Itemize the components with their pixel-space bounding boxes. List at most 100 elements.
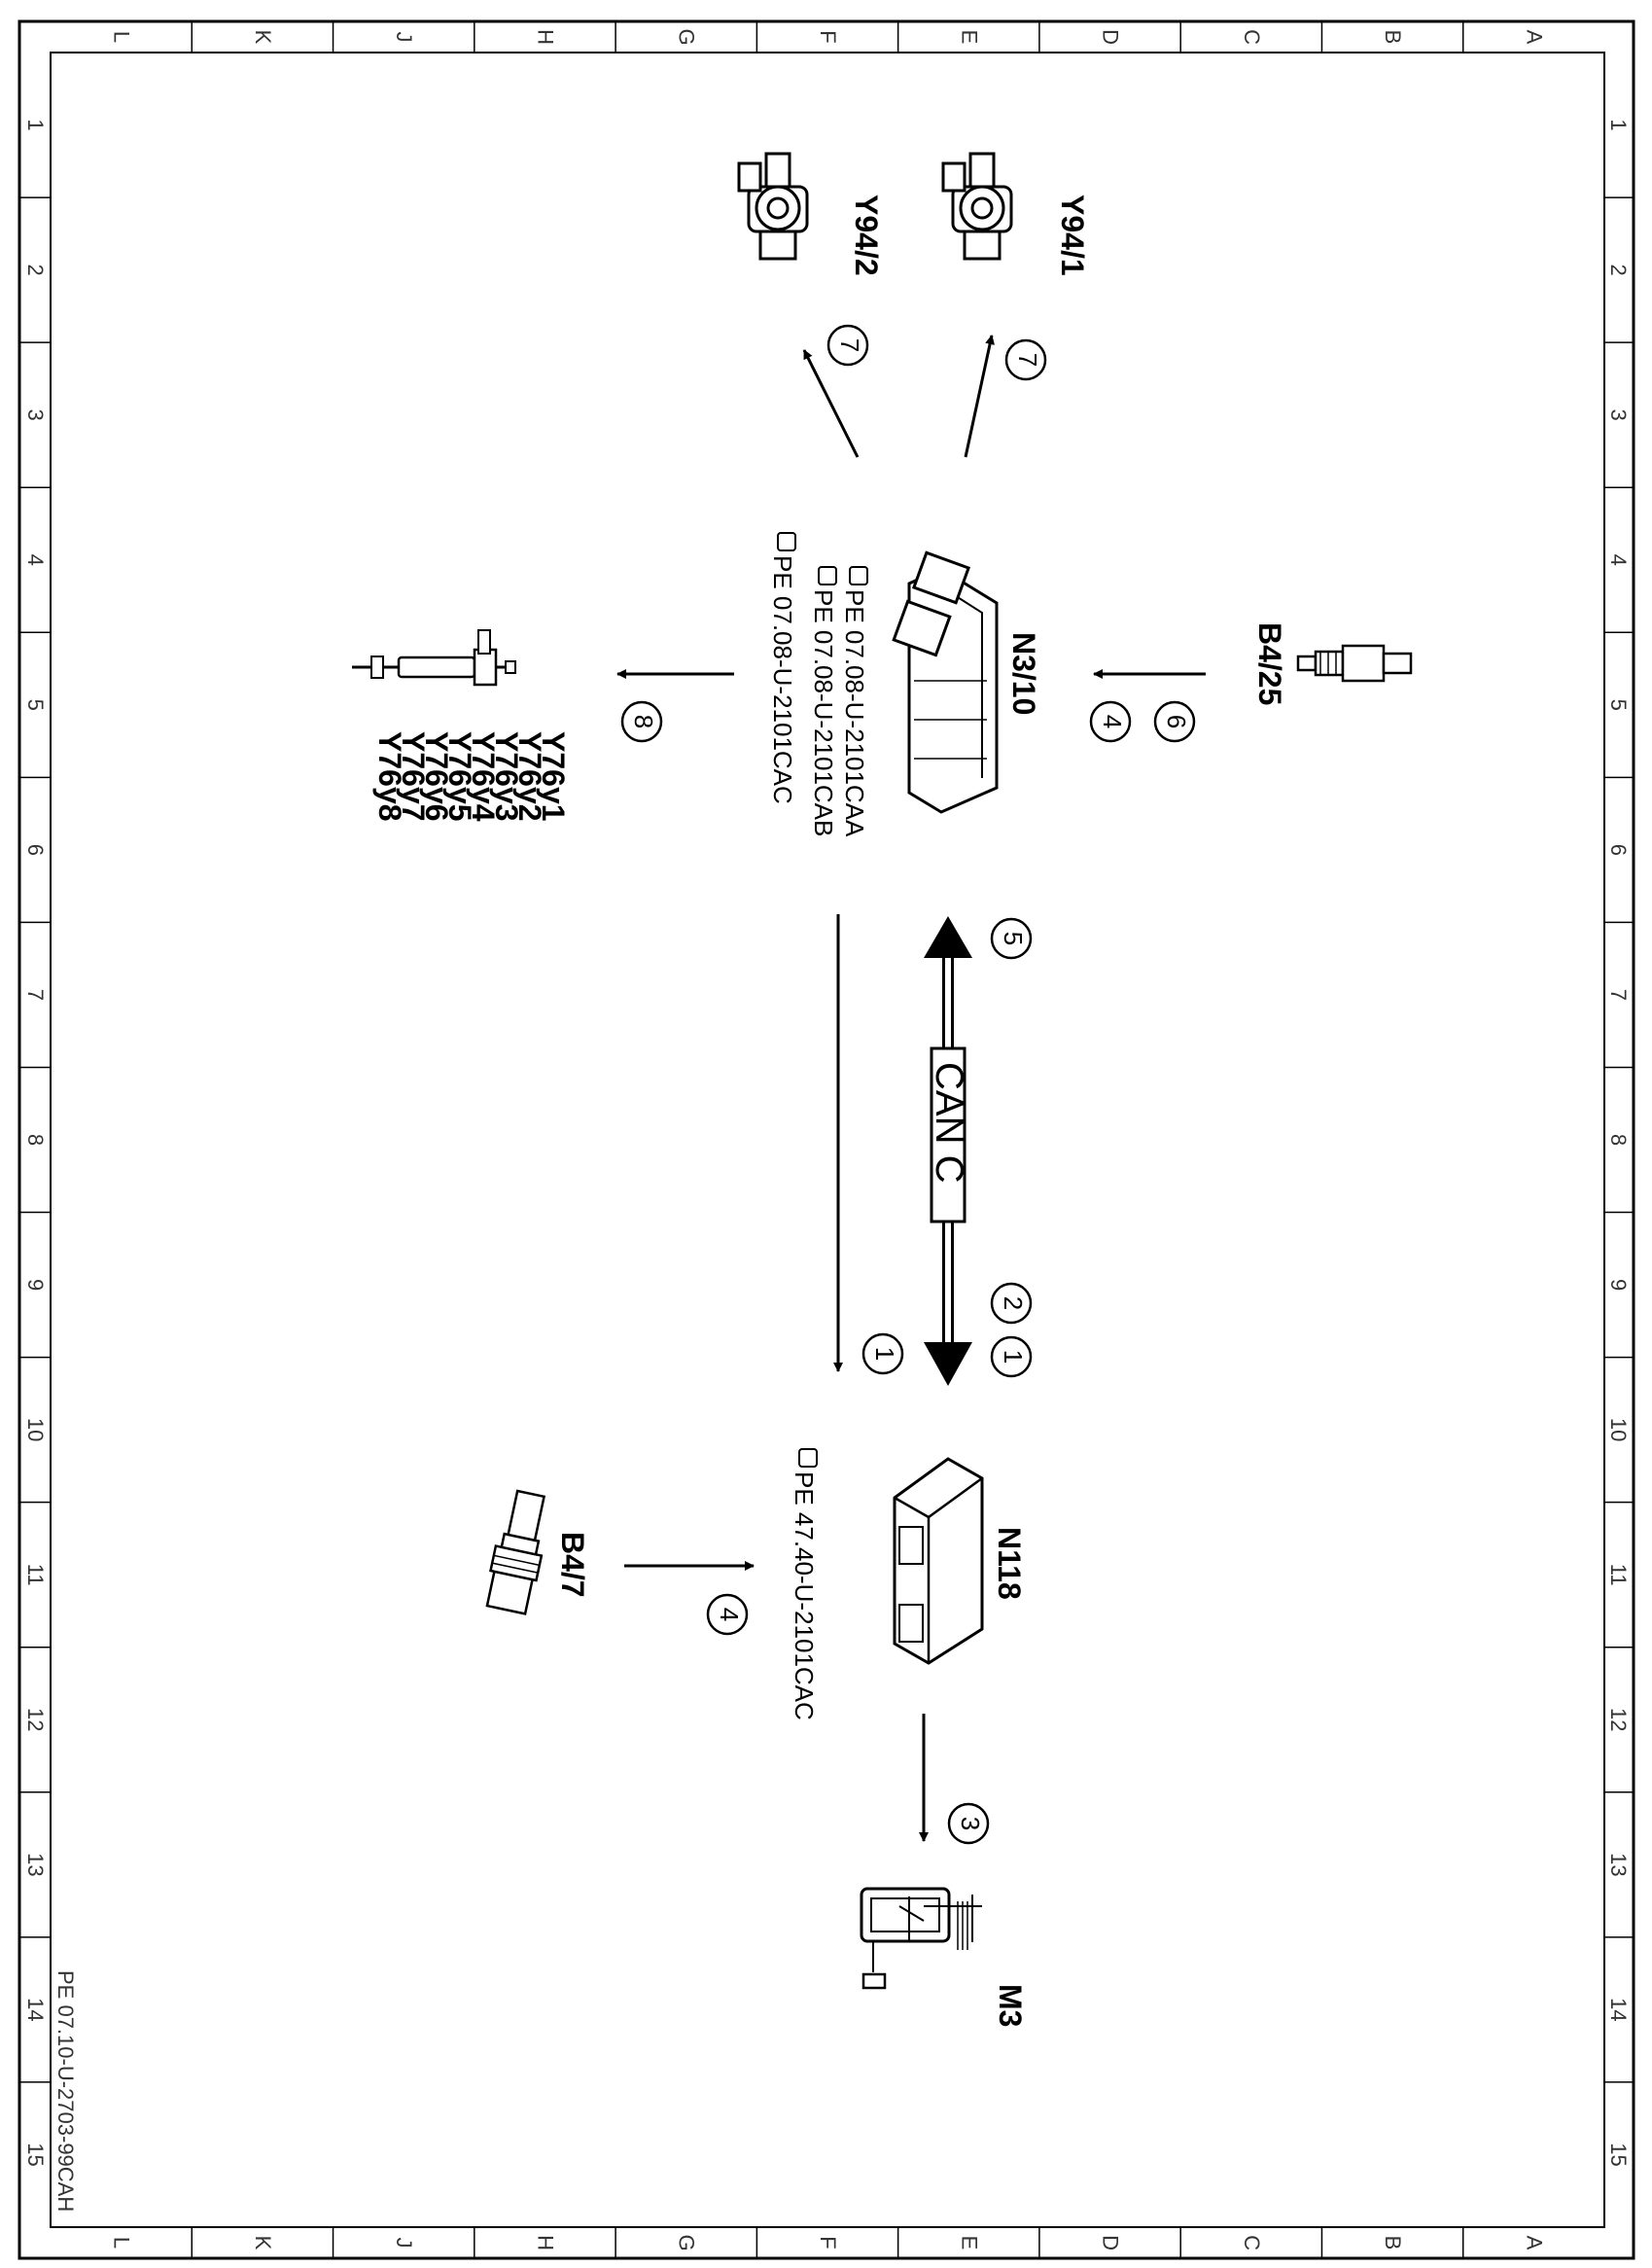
arrow-number: 1 — [870, 1347, 899, 1361]
grid-column-label: B — [1381, 2236, 1405, 2250]
grid-row-label: 1 — [23, 119, 48, 130]
control-unit-icon — [892, 550, 999, 814]
arrow-b4-7-to-n118: 4 — [624, 1561, 755, 1636]
n118-reference: PE 47.40-U-2101CAC — [790, 1448, 819, 1720]
arrow-number: 4 — [715, 1608, 744, 1621]
grid-column-label: D — [1099, 2235, 1123, 2250]
grid-column-label: H — [533, 2235, 557, 2250]
grid-column-label: G — [675, 2234, 699, 2250]
grid-column-label: E — [957, 2236, 981, 2250]
component-m3: M3 — [860, 1887, 1028, 2027]
arrow-number: 7 — [835, 338, 864, 352]
grid-column-label: J — [392, 32, 416, 43]
reference-line: PE 07.08-U-2101CAA — [840, 566, 869, 837]
grid-row-label: 12 — [1606, 1708, 1631, 1731]
grid-row-label: 13 — [23, 1853, 48, 1876]
pressure-sensor-icon — [1296, 644, 1413, 683]
grid-column-label: J — [392, 2238, 416, 2249]
grid-row-label: 12 — [23, 1708, 48, 1731]
grid-row-label: 3 — [23, 409, 48, 421]
metering-valve-icon — [941, 152, 1013, 261]
arrow-number: 7 — [1013, 353, 1042, 367]
grid-column-label: A — [1522, 30, 1546, 45]
can-bus-label: CAN C — [928, 1062, 970, 1183]
grid-row-label: 7 — [23, 989, 48, 1001]
grid-row-label: 5 — [1606, 699, 1631, 711]
grid-column-label: B — [1381, 30, 1405, 45]
grid-column-label: C — [1240, 2235, 1264, 2250]
grid-row-label: 14 — [1606, 1998, 1631, 2021]
arrow-number: 2 — [999, 1296, 1028, 1310]
control-unit-icon — [893, 1457, 984, 1665]
injector-label: Y76y1 — [536, 731, 571, 822]
fuel-pump-icon — [860, 1887, 982, 1990]
component-b4-7: B4/7 — [485, 1489, 590, 1615]
can-bus: CAN C 5 2 1 — [924, 916, 1033, 1386]
grid-row-label: 4 — [1606, 554, 1631, 566]
reference-line: PE 07.08-U-2101CAC — [768, 532, 797, 804]
arrow-to-injectors: 8 — [616, 669, 734, 743]
reference-text: PE 07.08-U-2101CAC — [768, 555, 797, 804]
component-y94-1: Y94/1 — [941, 152, 1090, 276]
grid-row-label: 10 — [1606, 1418, 1631, 1441]
grid-column-label: A — [1522, 2236, 1546, 2250]
grid-column-label: H — [533, 29, 557, 45]
injector-label: Y76y8 — [372, 731, 407, 822]
grid-column-label: E — [957, 30, 981, 45]
injector-label: Y76y5 — [442, 731, 477, 822]
arrow-number: 6 — [1162, 715, 1191, 728]
grid-row-label: 2 — [23, 264, 48, 275]
n3-10-label: N3/10 — [1006, 632, 1041, 715]
reference-text: PE 07.08-U-2101CAB — [809, 589, 838, 836]
arrow-b4-25-to-n3-10: 6 4 — [1089, 669, 1206, 743]
grid-row-label: 11 — [1606, 1564, 1631, 1586]
reference-text: PE 07.08-U-2101CAA — [840, 589, 869, 837]
grid-row-label: 15 — [23, 2143, 48, 2166]
b4-25-label: B4/25 — [1252, 622, 1287, 705]
grid-row-label: 6 — [1606, 844, 1631, 856]
arrow-number: 4 — [1098, 715, 1127, 728]
grid-row-label: 11 — [23, 1564, 48, 1586]
b4-7-label: B4/7 — [555, 1532, 590, 1598]
grid-column-label: K — [251, 2236, 275, 2250]
grid-row-label: 14 — [23, 1998, 48, 2021]
component-n3-10: N3/10 PE 07.08-U-2101CAA PE 07.08-U-2101… — [768, 532, 1041, 837]
injector-label: Y76y4 — [466, 731, 501, 822]
arrow-number: 3 — [956, 1817, 985, 1830]
drawing-code: PE 07.10-U-2703-99CAH — [53, 1970, 78, 2212]
grid-row-label: 13 — [1606, 1853, 1631, 1876]
arrow-number: 5 — [999, 932, 1028, 945]
grid-row-label: 15 — [1606, 2143, 1631, 2166]
grid-column-label: K — [251, 30, 275, 45]
temperature-sensor-icon — [485, 1489, 546, 1615]
grid-column-label: L — [110, 31, 134, 43]
grid-row-label: 1 — [1606, 119, 1631, 130]
arrow-to-y94-2: 7 — [802, 324, 869, 458]
grid-row-label: 9 — [1606, 1279, 1631, 1291]
y94-2-label: Y94/2 — [849, 195, 884, 276]
grid-column-label: L — [110, 2237, 134, 2249]
grid-column-label: D — [1099, 29, 1123, 45]
component-n118: N118 PE 47.40-U-2101CAC — [790, 1448, 1027, 1720]
arrow-number: 8 — [629, 715, 658, 728]
arrow-n118-to-m3: 3 — [919, 1714, 990, 1845]
metering-valve-icon — [737, 152, 809, 261]
grid-row-label: 10 — [23, 1418, 48, 1441]
grid-row-label: 2 — [1606, 264, 1631, 275]
grid-row-label: 8 — [1606, 1134, 1631, 1146]
grid-column-label: F — [816, 2236, 840, 2249]
n3-10-references: PE 07.08-U-2101CAA PE 07.08-U-2101CAB PE… — [768, 532, 869, 837]
component-y94-2: Y94/2 — [737, 152, 884, 276]
component-b4-25: B4/25 — [1252, 622, 1413, 705]
grid-row-label: 7 — [1606, 989, 1631, 1001]
grid-row-label: 5 — [23, 699, 48, 711]
injector-label: Y76y6 — [419, 731, 454, 822]
injector-icon — [352, 629, 516, 687]
m3-label: M3 — [993, 1984, 1028, 2027]
reference-text: PE 47.40-U-2101CAC — [790, 1471, 819, 1720]
grid-row-label: 3 — [1606, 409, 1631, 421]
